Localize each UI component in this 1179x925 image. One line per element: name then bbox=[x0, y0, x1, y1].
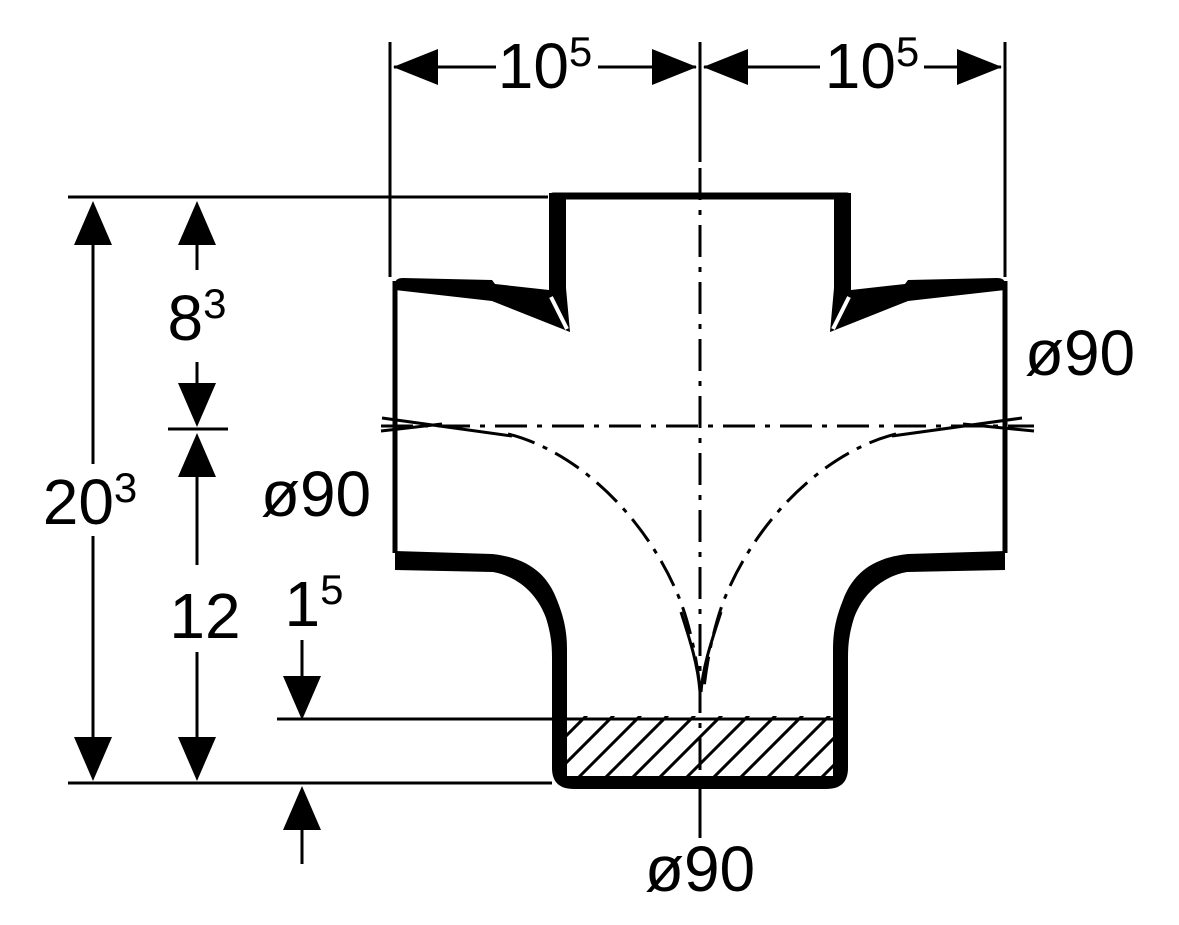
left-curve-tip bbox=[679, 611, 702, 693]
left-branch-axis bbox=[381, 416, 513, 438]
right-branch-axis bbox=[891, 416, 1023, 438]
arrow-upper-up bbox=[178, 201, 216, 245]
dim-top-right-label: 105 bbox=[825, 28, 920, 102]
arrow-top-center-left bbox=[652, 49, 697, 85]
arrow-lower-down bbox=[178, 737, 216, 781]
left-branch-curve bbox=[507, 432, 702, 689]
right-branch-curve bbox=[702, 432, 897, 689]
arrow-total-up bbox=[74, 201, 112, 245]
dim-lower-height-label: 12 bbox=[169, 580, 240, 652]
dim-top-left-label: 105 bbox=[498, 28, 593, 102]
dim-socket-depth-label: 15 bbox=[285, 566, 344, 640]
arrow-lower-up bbox=[178, 433, 216, 477]
arrow-top-far-left bbox=[393, 49, 438, 85]
dim-total-height-label: 203 bbox=[43, 464, 138, 538]
dim-upper-height-label: 83 bbox=[168, 280, 227, 354]
right-curve-tip bbox=[699, 611, 723, 693]
socket-gap-left bbox=[549, 296, 569, 330]
fitting-bottom-body bbox=[395, 551, 1005, 789]
right-axis-tick bbox=[962, 422, 1035, 433]
arrow-top-far-right bbox=[957, 49, 1002, 85]
dia-right-label: ø90 bbox=[1025, 317, 1135, 389]
hatch-section bbox=[567, 716, 833, 777]
fitting-top-left-wall bbox=[395, 193, 570, 332]
socket-gap-right bbox=[831, 296, 851, 330]
left-axis-tick bbox=[380, 422, 443, 433]
fitting-top-right-wall bbox=[830, 193, 1005, 332]
arrow-depth-down bbox=[283, 676, 321, 720]
arrow-top-center-right bbox=[703, 49, 748, 85]
arrow-upper-down bbox=[178, 383, 216, 427]
arrow-total-down bbox=[74, 737, 112, 781]
dia-bottom-label: ø90 bbox=[645, 833, 755, 905]
dia-left-label: ø90 bbox=[261, 458, 371, 530]
arrow-depth-up bbox=[283, 786, 321, 830]
